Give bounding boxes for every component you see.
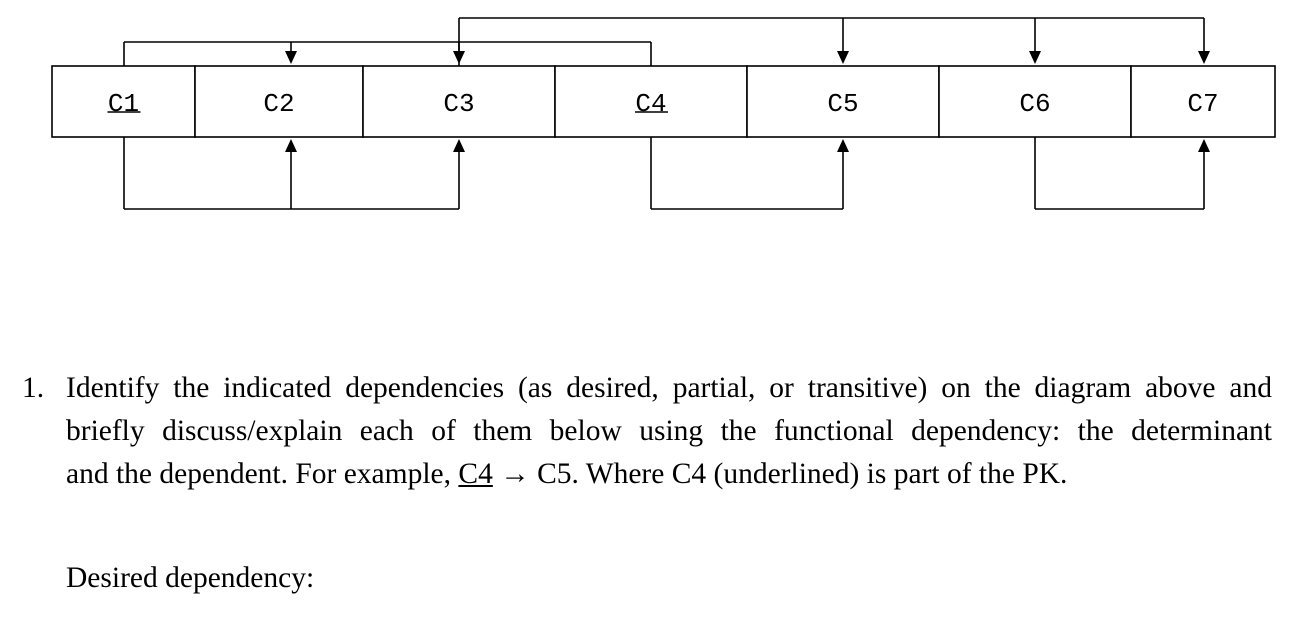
lower-arrow-c7-icon bbox=[1198, 139, 1210, 152]
question-line-3-end: C5. Where C4 (underlined) is part of the… bbox=[537, 458, 1068, 490]
lower-arrow-c2-icon bbox=[285, 139, 297, 152]
column-box-c7 bbox=[1130, 65, 1276, 138]
column-box-c4 bbox=[554, 65, 748, 138]
column-label-c5: C5 bbox=[827, 89, 858, 119]
example-arrow: → bbox=[492, 458, 538, 490]
upper-arrow-c6-icon bbox=[1029, 51, 1041, 64]
example-determinant: C4 bbox=[458, 458, 493, 490]
column-box-c3 bbox=[362, 65, 556, 138]
column-box-c2 bbox=[194, 65, 364, 138]
column-label-c3: C3 bbox=[443, 89, 474, 119]
question-line-3-start: and the dependent. For example, bbox=[66, 458, 459, 490]
column-box-c1 bbox=[51, 65, 196, 138]
column-label-c6: C6 bbox=[1019, 89, 1050, 119]
question-line-2: briefly discuss/explain each of them bel… bbox=[66, 415, 1272, 447]
upper-arrow-c7-icon bbox=[1198, 51, 1210, 64]
column-label-c7: C7 bbox=[1187, 89, 1218, 119]
column-label-c4: C4 bbox=[635, 89, 666, 119]
upper-arrow-c2-icon bbox=[285, 51, 297, 64]
column-label-c2: C2 bbox=[263, 89, 294, 119]
question-number: 1. bbox=[22, 372, 45, 404]
upper-arrow-c5-icon bbox=[837, 51, 849, 64]
upper-dependency-lines bbox=[123, 17, 1210, 66]
question-line-3: and the dependent. For example, C4 → C5.… bbox=[66, 453, 1272, 496]
dependency-diagram: C1 C2 C3 C4 C5 C6 C7 bbox=[51, 17, 1276, 210]
lower-arrow-c3-icon bbox=[453, 139, 465, 152]
lower-dependency-lines bbox=[123, 137, 1210, 210]
column-box-c5 bbox=[746, 65, 940, 138]
relation-columns: C1 C2 C3 C4 C5 C6 C7 bbox=[51, 65, 1276, 138]
question-line-1: Identify the indicated dependencies (as … bbox=[66, 372, 1272, 404]
column-label-c1: C1 bbox=[108, 89, 139, 119]
lower-arrow-c5-icon bbox=[837, 139, 849, 152]
desired-dependency-label: Desired dependency: bbox=[66, 562, 315, 594]
